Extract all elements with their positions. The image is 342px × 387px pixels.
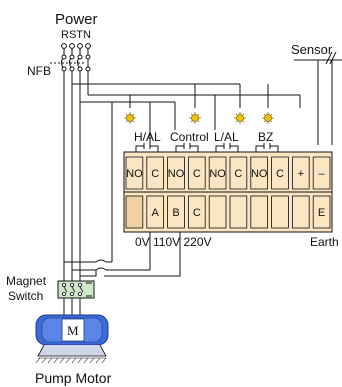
terminal-bottom-label: A	[152, 207, 160, 219]
terminal-top: C	[187, 156, 206, 190]
indicator-lamps	[124, 112, 274, 124]
terminal-top-label: C	[193, 168, 201, 180]
terminal-top: C	[146, 156, 165, 190]
terminal-top-label: –	[319, 168, 326, 180]
terminal-bottom	[229, 195, 248, 229]
terminal-top-label: C	[234, 168, 242, 180]
l-al-label: L/AL	[214, 130, 239, 144]
terminal-top-label: C	[151, 168, 159, 180]
terminal-bottom	[208, 195, 227, 229]
magnet-switch	[57, 280, 95, 315]
terminal-top: NO	[208, 156, 227, 190]
terminal-bottom-label: B	[172, 207, 179, 219]
switch-wiring	[64, 232, 181, 277]
terminal-s	[69, 43, 75, 49]
terminal-top-label: +	[298, 168, 304, 180]
motor-letter: M	[67, 323, 79, 338]
terminal-n	[85, 43, 91, 49]
voltage-labels: 0V 110V 220V	[135, 235, 212, 249]
terminal-bottom: B	[167, 195, 185, 229]
lamp-icon	[262, 112, 274, 124]
power-lines	[50, 43, 91, 285]
terminal-bottom: E	[312, 195, 331, 229]
terminal-top-label: C	[276, 168, 284, 180]
terminal-top-label: NO	[251, 168, 268, 180]
terminal-top: C	[271, 156, 289, 190]
terminal-bottom: C	[187, 195, 206, 229]
terminal-top: NO	[125, 156, 144, 190]
lamp-icon	[234, 112, 246, 124]
pump-motor-label: Pump Motor	[35, 370, 112, 386]
relay-contacts	[135, 143, 279, 152]
terminal-top: NO	[250, 156, 269, 190]
lamp-icon	[124, 112, 136, 124]
terminal-bottom: A	[146, 195, 165, 229]
terminal-bottom	[250, 195, 269, 229]
bz-label: BZ	[258, 130, 273, 144]
power-label: Power	[55, 11, 98, 28]
magnet-label: Magnet	[6, 274, 47, 288]
terminal-t	[77, 43, 83, 49]
h-al-label: H/AL	[134, 130, 161, 144]
control-label: Control	[170, 130, 209, 144]
terminal-top-label: NO	[168, 168, 185, 180]
control-wiring	[72, 51, 342, 262]
earth-label: Earth	[310, 235, 339, 249]
switch-label: Switch	[8, 289, 43, 303]
terminal-top-label: NO	[126, 168, 143, 180]
terminal-top: –	[312, 156, 331, 190]
terminal-bottom-label: E	[318, 207, 325, 219]
lamp-icon	[189, 112, 201, 124]
terminal-bottom-label: C	[193, 207, 201, 219]
terminal-top-label: NO	[209, 168, 226, 180]
terminal-r	[61, 43, 67, 49]
terminal-top: NO	[167, 156, 185, 190]
sensor-label: Sensor	[291, 42, 333, 57]
nfb-label: NFB	[27, 64, 51, 78]
terminal-top: +	[291, 156, 310, 190]
pump-motor-icon: M	[35, 314, 109, 364]
terminal-bottom	[125, 195, 144, 229]
terminal-bottom	[271, 195, 289, 229]
terminal-bottom	[291, 195, 310, 229]
terminal-top: C	[229, 156, 248, 190]
phases-label: RSTN	[61, 29, 91, 41]
